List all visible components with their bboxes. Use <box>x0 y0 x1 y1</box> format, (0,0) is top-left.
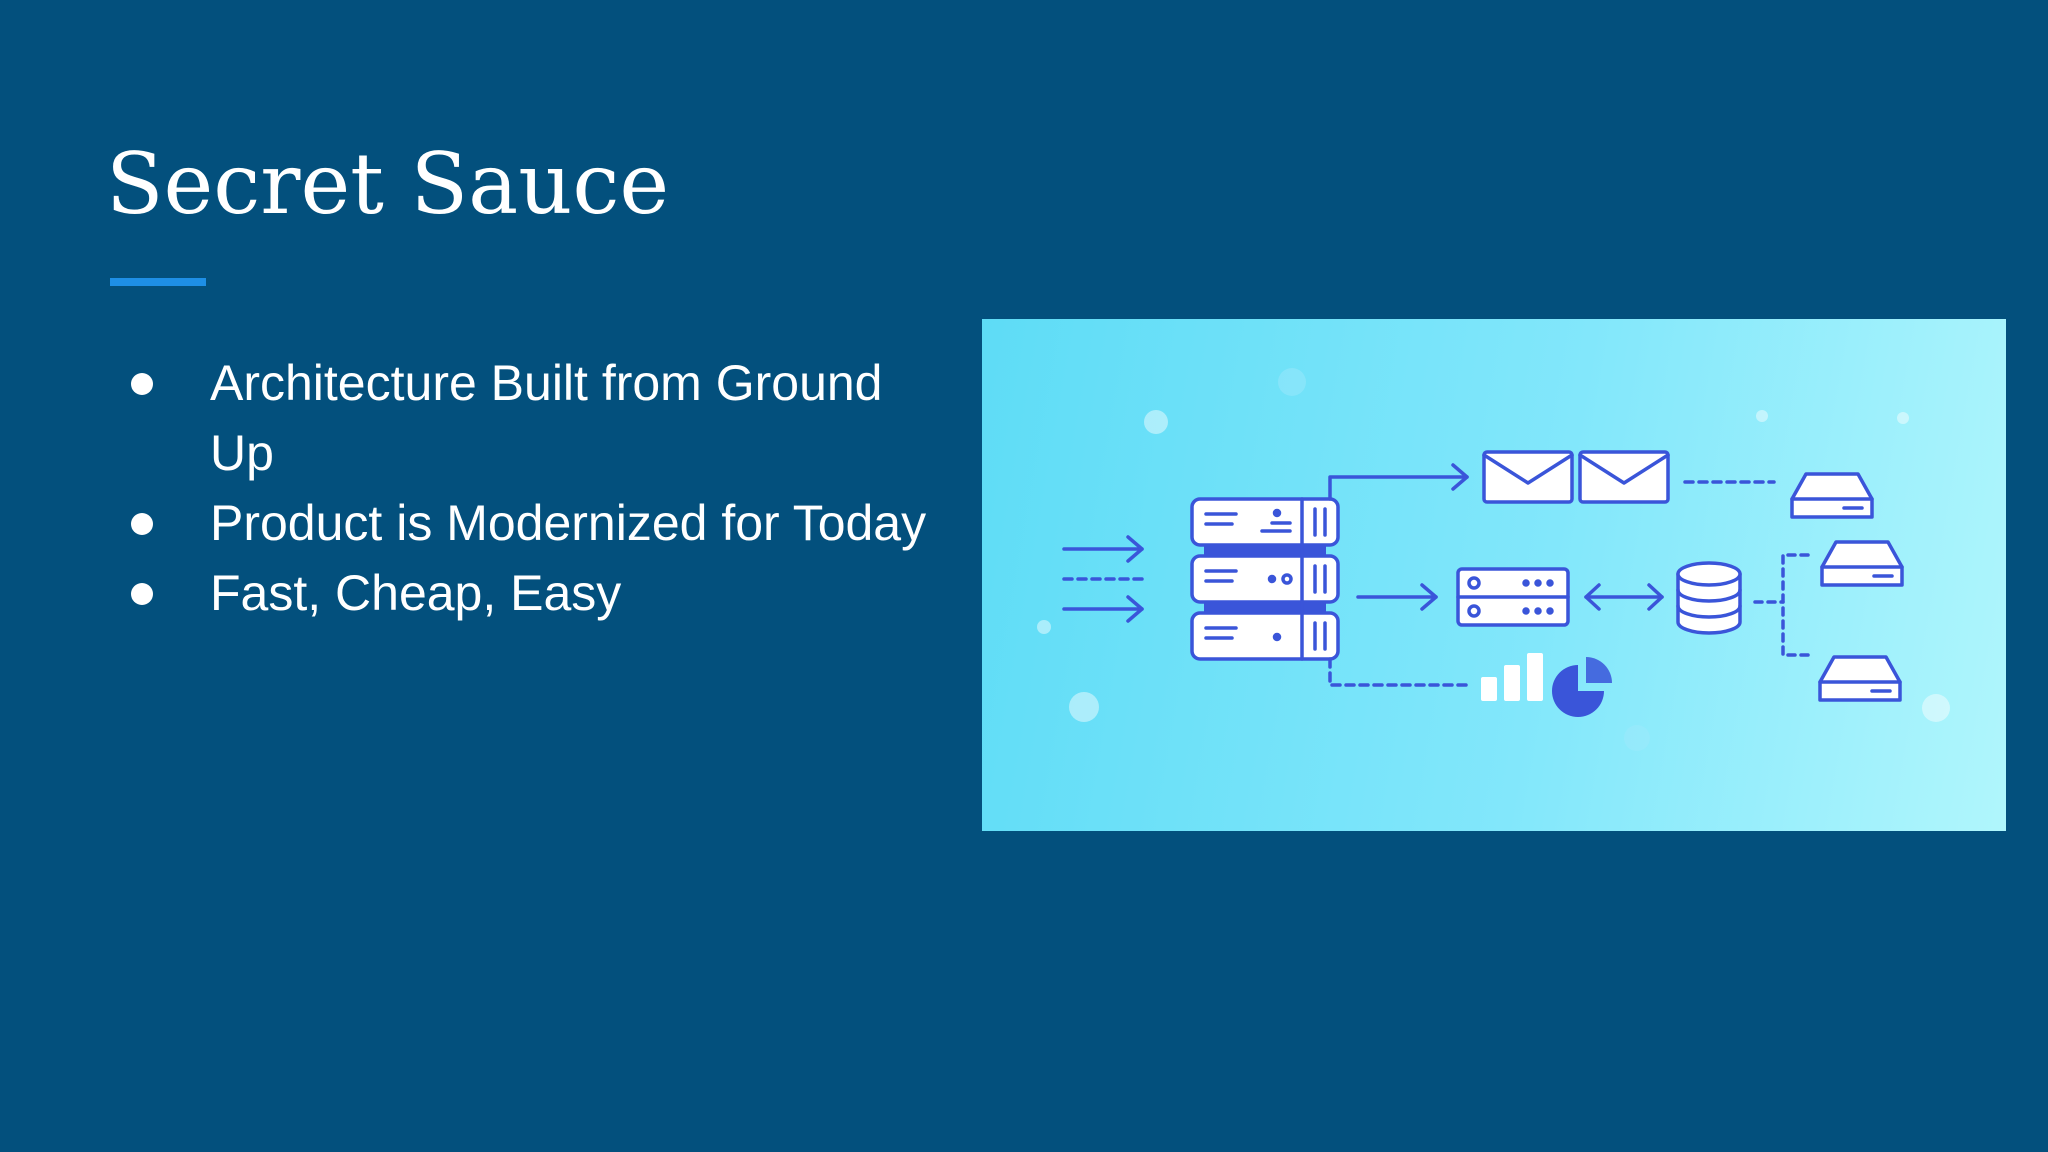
bullet-text: Fast, Cheap, Easy <box>210 565 622 621</box>
bullet-dot-icon <box>131 513 153 535</box>
connector-to-router <box>1356 583 1438 611</box>
architecture-diagram-svg <box>1037 368 1950 751</box>
title-underline <box>110 278 206 286</box>
bullet-text: Product is Modernized for Today <box>210 495 927 551</box>
bullet-list: Architecture Built from Ground Up Produc… <box>122 348 942 628</box>
database-icon <box>1676 561 1742 635</box>
connector-to-mail <box>1328 463 1469 501</box>
inbound-arrows-icon <box>1062 535 1144 623</box>
bullet-item: Product is Modernized for Today <box>122 488 942 558</box>
architecture-illustration <box>982 319 2006 831</box>
envelope-icon <box>1482 450 1670 504</box>
hard-drive-icon <box>1790 472 1874 519</box>
bar-chart-icon <box>1481 653 1543 701</box>
hard-drive-icon <box>1818 655 1902 702</box>
router-icon <box>1456 567 1570 627</box>
hard-drive-icon <box>1820 540 1904 587</box>
server-rack-icon <box>1190 497 1340 661</box>
bullet-text: Architecture Built from Ground Up <box>210 355 883 481</box>
slide-title: Secret Sauce <box>106 135 670 233</box>
bullet-dot-icon <box>131 583 153 605</box>
connector-to-drives <box>1753 553 1810 657</box>
bidirectional-arrow-icon <box>1584 583 1664 611</box>
connector-to-analytics <box>1328 657 1470 687</box>
bullet-dot-icon <box>131 373 153 395</box>
bullet-item: Architecture Built from Ground Up <box>122 348 942 488</box>
bullet-item: Fast, Cheap, Easy <box>122 558 942 628</box>
pie-chart-icon <box>1552 657 1612 717</box>
background-dots <box>1037 368 1950 751</box>
